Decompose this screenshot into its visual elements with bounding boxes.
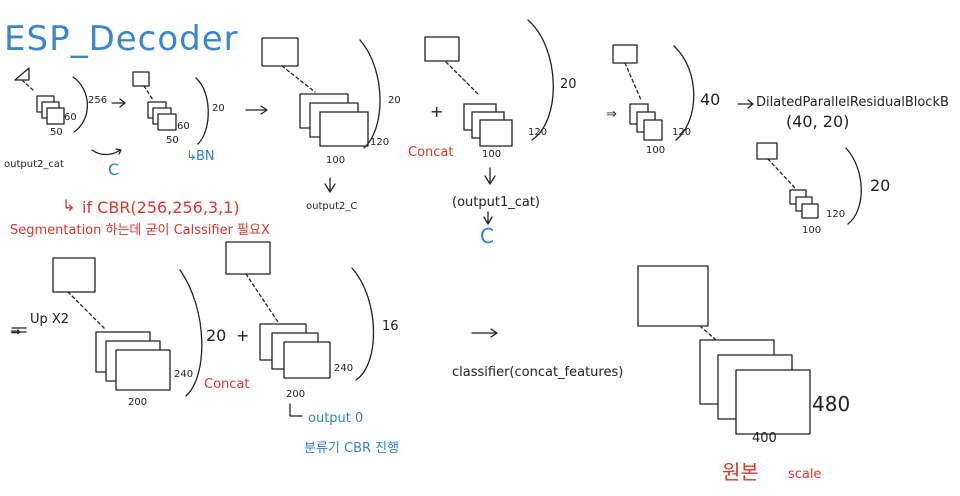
block1-channels: 256 [88,95,108,106]
cbr-note-arrow: ↳ [62,196,76,215]
block8-note2: 분류기 CBR 진행 [304,441,400,456]
block8-shapes [225,241,375,417]
block8-note: output 0 [308,411,364,426]
block4-caption: (output1_cat) [452,195,541,210]
block1-shapes [14,67,88,133]
block6-width: 120 [826,209,846,220]
dilated-label: DilatedParallelResidualBlockB [756,95,949,110]
seg-note: Segmentation 하는데 굳이 Calssifier 필요X [10,223,270,238]
row2-arrows [11,327,498,338]
classifier-label: classifier(concat_features) [452,365,624,380]
block5-width: 120 [672,127,692,138]
block6-height: 100 [802,225,822,236]
block5-height: 100 [646,145,666,156]
block7-width: 240 [174,369,194,380]
block4-shapes [424,19,554,225]
block5-channels: 40 [700,90,721,109]
block7-channels: 20 [206,326,227,345]
block9-width: 400 [752,431,777,446]
block8-height: 200 [286,389,306,400]
block4-channels: 20 [560,77,577,92]
block9-original: 원본 [722,460,759,484]
dilated-params: (40, 20) [786,112,850,131]
up-arrow: ⇒ [10,325,21,340]
block7-op: Concat [204,377,250,392]
up-label: Up X2 [30,312,70,327]
row1-arrows [91,98,754,156]
block1-height: 50 [50,127,63,138]
block2-channels: 20 [212,103,225,114]
block2-note: BN [196,149,215,164]
row2-plus: + [236,326,250,345]
block3-width: 120 [370,137,390,148]
block5-shapes [612,44,695,141]
block4-below: C [480,224,494,248]
block1-width: 60 [64,112,77,123]
block1-caption: output2_cat [4,159,64,170]
block6-shapes [756,142,862,225]
block8-channels: 16 [382,319,399,334]
block8-width: 240 [334,363,354,374]
block2-op: C [108,160,120,179]
block2-note-arrow: ↳ [186,149,197,164]
block4-op: Concat [408,145,454,160]
block3-caption: output2_C [306,201,358,212]
cbr-note: if CBR(256,256,3,1) [82,198,240,217]
block3-channels: 20 [388,95,401,106]
block4-height: 100 [482,149,502,160]
block6-channels: 20 [870,176,891,195]
block3-height: 100 [326,155,346,166]
row1-plus: + [430,102,444,121]
block5-prefix: ⇒ [606,107,617,122]
page-title: ESP_Decoder [4,19,239,59]
block9-channels: 480 [812,392,851,416]
block2-shapes [132,71,209,145]
block2-height: 50 [166,135,179,146]
block7-shapes [52,257,203,397]
block2-width: 60 [177,121,190,132]
block7-height: 200 [128,397,148,408]
block9-scale: scale [788,467,822,482]
block4-width: 120 [528,127,548,138]
block3-shapes [261,37,381,193]
block9-shapes [637,265,811,435]
